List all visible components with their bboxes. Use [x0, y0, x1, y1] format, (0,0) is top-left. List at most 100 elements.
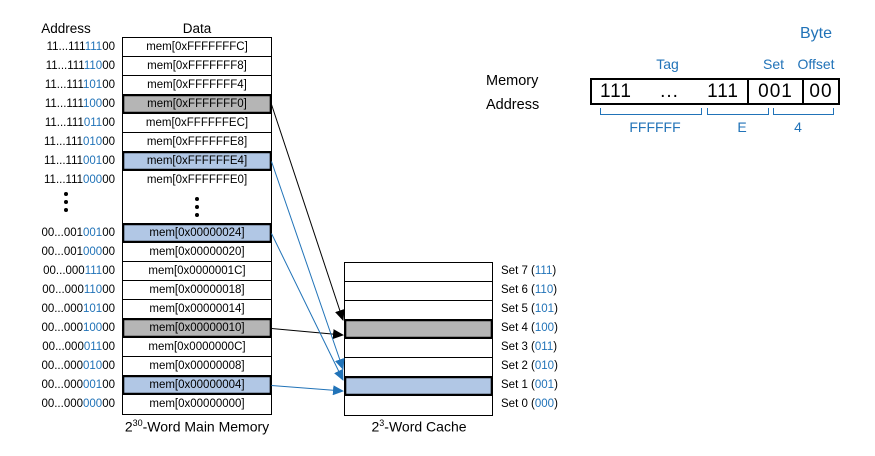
address-label: 00...00000000 — [41, 398, 115, 410]
address-column-bottom-group: 00...00100100 00...00100000 00...00011100 0… — [0, 224, 115, 414]
set-label: Set — [762, 56, 784, 72]
memory-row: mem[0x00000008] — [123, 357, 271, 376]
cache-row — [345, 339, 492, 358]
address-label: 11...11100100 — [44, 155, 115, 167]
address-set-bits: 000 — [83, 246, 103, 258]
address-label: 11...11110100 — [44, 79, 115, 91]
cache-caption: 23-Word Cache — [371, 418, 467, 435]
offset-hex-bracket — [773, 108, 834, 115]
address-label: 11...11101100 — [44, 117, 115, 129]
set-label-text: Set 5 (101) — [501, 303, 558, 315]
address-set-bits: 001 — [83, 379, 103, 391]
address-label: 00...00000100 — [41, 379, 115, 391]
mapping-arrow — [271, 233, 344, 381]
hex-tag-value: FFFFFF — [629, 119, 681, 135]
set-label-text: Set 4 (100) — [501, 322, 558, 334]
main-memory-bottom-rows: mem[0x00000024]mem[0x00000020]mem[0x0000… — [123, 224, 271, 414]
address-set-bits: 110 — [83, 60, 103, 72]
address-label: 00...00001100 — [42, 341, 115, 353]
main-memory-top-rows: mem[0xFFFFFFFC]mem[0xFFFFFFF8]mem[0xFFFF… — [123, 38, 271, 190]
address-set-bits: 010 — [83, 136, 103, 148]
tag-label: Tag — [656, 56, 679, 72]
set-label-text: Set 2 (010) — [501, 360, 558, 372]
byte-offset-field: 00 — [802, 80, 838, 103]
set-label-text: Set 6 (110) — [501, 284, 558, 296]
address-set-bits: 000 — [83, 174, 103, 186]
memory-row: mem[0x00000020] — [123, 243, 271, 262]
memory-row: mem[0x00000018] — [123, 281, 271, 300]
memory-row: mem[0xFFFFFFF8] — [123, 57, 271, 76]
set-label-text: Set 1 (001) — [501, 379, 558, 391]
address-set-bits: 011 — [83, 117, 103, 129]
address-set-bits: 011 — [83, 341, 103, 353]
address-set-bits: 101 — [83, 79, 103, 91]
set-label-text: Set 7 (111) — [501, 265, 557, 277]
address-set-bits: 111 — [84, 41, 103, 53]
cache-set-labels: Set 7 (111) Set 6 (110) Set 5 (101) Set 4 (… — [501, 262, 581, 414]
cache-row — [345, 301, 492, 320]
address-column-header: Address — [41, 21, 91, 36]
memory-address-fieldbox: 111 ... 111 001 00 — [590, 78, 840, 105]
address-set-bits: 100 — [83, 98, 103, 110]
address-set-bits: 000 — [83, 398, 103, 410]
memory-row: mem[0xFFFFFFE4] — [123, 152, 271, 171]
memory-row: mem[0xFFFFFFE0] — [146, 174, 248, 186]
memory-ellipsis — [123, 190, 271, 224]
memory-address-label: Memory Address — [486, 73, 540, 113]
memory-row: mem[0xFFFFFFE8] — [123, 133, 271, 152]
memory-row: mem[0x0000000C] — [123, 338, 271, 357]
address-label: 00...00011000 — [42, 284, 115, 296]
byte-offset-label-line2: Offset — [797, 56, 835, 72]
hex-set-value: E — [737, 119, 747, 135]
address-label: 11...11110000 — [44, 98, 115, 110]
memory-row: mem[0x00000000] — [149, 398, 245, 410]
address-set-bits: 010 — [83, 360, 103, 372]
byte-offset-label-line1: Byte — [799, 25, 832, 42]
set-hex-bracket — [707, 108, 769, 115]
cache-row — [345, 396, 492, 415]
memory-row: mem[0xFFFFFFF0] — [123, 95, 271, 114]
main-memory-caption: 230-Word Main Memory — [124, 418, 270, 435]
address-label: 00...00010100 — [41, 303, 115, 315]
memory-row: mem[0x00000010] — [123, 319, 271, 338]
memory-row: mem[0x0000001C] — [123, 262, 271, 281]
address-label: 11...11100000 — [44, 174, 115, 186]
memory-row: mem[0xFFFFFFEC] — [123, 114, 271, 133]
set-label-text: Set 0 (000) — [501, 398, 558, 410]
address-label: 00...00100100 — [41, 227, 115, 239]
address-label: 11...11111000 — [45, 60, 115, 72]
address-label: 00...00100000 — [41, 246, 115, 258]
tag-hex-bracket — [600, 108, 702, 115]
mapping-arrow — [271, 104, 345, 321]
mapping-arrow — [271, 328, 344, 340]
address-set-bits: 100 — [83, 322, 103, 334]
address-set-bits: 111 — [84, 265, 103, 277]
address-label: 00...00011100 — [43, 265, 115, 277]
set-label-text: Set 3 (011) — [501, 341, 558, 353]
address-set-bits: 001 — [83, 227, 103, 239]
address-label: 00...00010000 — [41, 322, 115, 334]
memory-row: mem[0xFFFFFFFC] — [123, 38, 271, 57]
address-label: 11...11101000 — [44, 136, 115, 148]
cache-row — [345, 263, 492, 282]
cache-row — [345, 377, 492, 396]
set-field: 001 — [747, 80, 802, 103]
main-memory-box: mem[0xFFFFFFFC]mem[0xFFFFFFF8]mem[0xFFFF… — [122, 37, 272, 415]
cache-row — [345, 282, 492, 301]
cache-row — [345, 358, 492, 377]
address-label: 00...00001000 — [41, 360, 115, 372]
data-column-header: Data — [182, 21, 212, 36]
tag-field: 111 ... 111 — [600, 80, 739, 102]
address-ellipsis — [62, 192, 70, 212]
memory-row: mem[0x00000014] — [123, 300, 271, 319]
address-set-bits: 101 — [83, 303, 103, 315]
mapping-arrow — [271, 385, 344, 396]
memory-row: mem[0xFFFFFFF4] — [123, 76, 271, 95]
cache-row — [345, 320, 492, 339]
address-set-bits: 110 — [83, 284, 103, 296]
hex-offset-value: 4 — [794, 119, 802, 135]
cache-box — [344, 262, 493, 416]
address-label: 11...11111100 — [46, 41, 115, 53]
